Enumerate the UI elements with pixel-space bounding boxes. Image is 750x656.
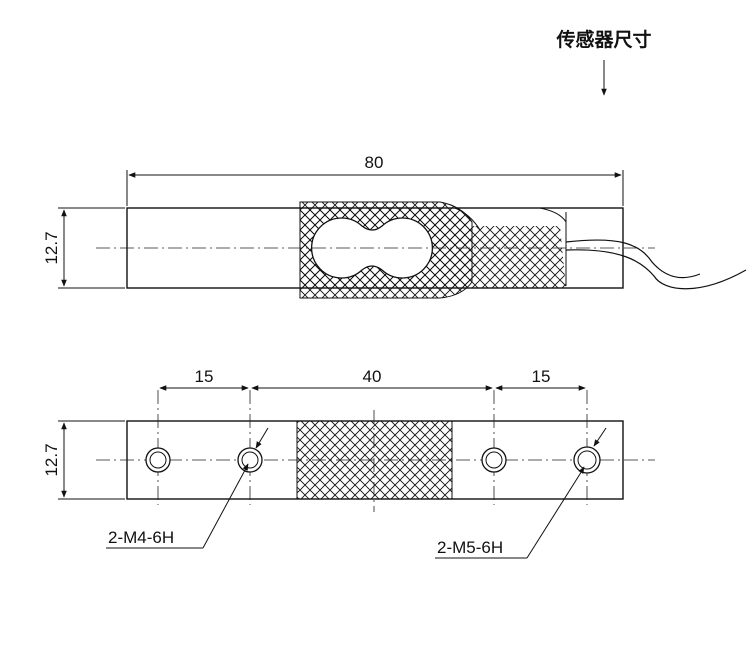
cable-wire-1 bbox=[565, 239, 701, 279]
drawing-title: 传感器尺寸 bbox=[555, 28, 651, 51]
callout-m5: 2-M5-6H bbox=[437, 538, 503, 557]
dim-15-left-label: 15 bbox=[195, 367, 214, 386]
dim-height-top-label: 12.7 bbox=[42, 231, 61, 264]
callout-m4: 2-M4-6H bbox=[108, 528, 174, 547]
dim-80-label: 80 bbox=[365, 153, 384, 172]
hole-m4-1 bbox=[145, 447, 171, 473]
dim-height-bottom-label: 12.7 bbox=[42, 443, 61, 476]
dim-40-label: 40 bbox=[363, 367, 382, 386]
m4-leader-arrow bbox=[242, 463, 249, 473]
m4-leader bbox=[202, 471, 245, 549]
hole-m4-2 bbox=[237, 447, 263, 473]
top-view: 80 12.7 bbox=[42, 153, 747, 299]
m5-leader-arrow bbox=[578, 466, 585, 475]
dim-15-right-label: 15 bbox=[532, 367, 551, 386]
m4-tick-arrow bbox=[255, 427, 269, 449]
m5-tick-arrow bbox=[593, 427, 607, 447]
m5-leader bbox=[526, 473, 581, 559]
hole-m5-2 bbox=[573, 446, 601, 474]
hole-m5-1 bbox=[481, 447, 507, 473]
bottom-view: 15 40 15 12.7 2-M4-6H 2-M5-6H bbox=[42, 367, 655, 559]
cable-wire-2 bbox=[565, 249, 747, 290]
